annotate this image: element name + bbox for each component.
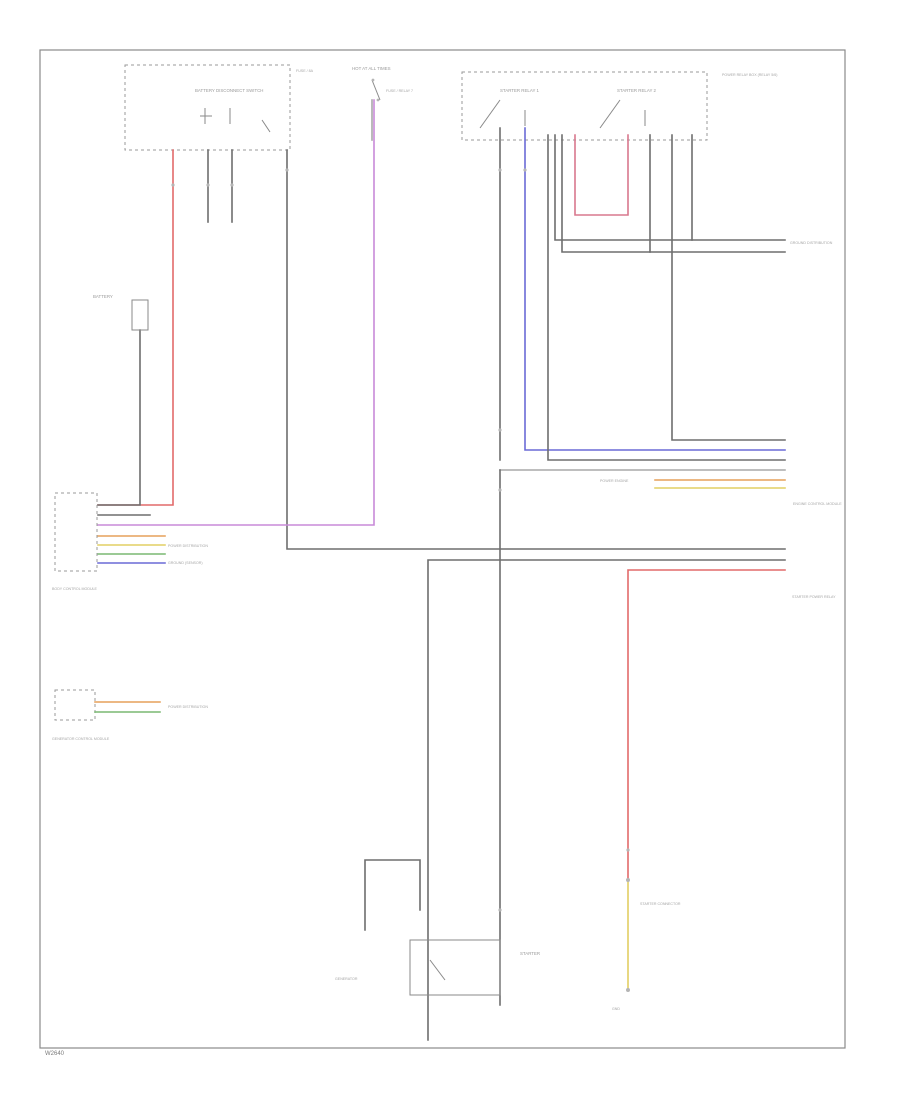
fuse-top-left-label: FUSE / 8A — [296, 69, 314, 73]
starter-relays: STARTER RELAY 1 STARTER RELAY 2 POWER RE… — [461, 71, 777, 141]
fuse-mid-label: FUSE / RELAY 7 — [386, 89, 413, 93]
connector-marks — [171, 168, 630, 912]
battery-disconnect-switch: BATTERY DISCONNECT SWITCH FUSE / 8A — [124, 64, 314, 151]
ground-bottom-label: GND — [612, 1007, 620, 1011]
power-distribution-label: POWER DISTRIBUTION — [168, 544, 208, 548]
generator-label: GENERATOR — [335, 977, 358, 981]
body-module-label: BODY CONTROL MODULE — [52, 587, 98, 591]
starter-relay-2-label: STARTER RELAY 2 — [617, 88, 657, 93]
ground-connection: STARTER CONNECTOR GND — [612, 878, 681, 1011]
footer-code: W2640 — [45, 1051, 65, 1057]
ground-distribution-label: GROUND DISTRIBUTION — [790, 241, 833, 245]
ground-sensor-label: GROUND (SENSOR) — [168, 561, 203, 565]
diagram-border — [39, 49, 846, 1049]
starter-connector-label: STARTER CONNECTOR — [640, 902, 681, 906]
battery-disconnect-label: BATTERY DISCONNECT SWITCH — [195, 88, 263, 93]
hot-at-all-times-fuse: HOT AT ALL TIMES FUSE / RELAY 7 — [352, 66, 413, 102]
starter-assembly: STARTER GENERATOR — [335, 859, 540, 996]
starter-relay-1-label: STARTER RELAY 1 — [500, 88, 540, 93]
power-engine-label: POWER ENGINE — [600, 479, 629, 483]
ecm-label: ENGINE CONTROL MODULE — [793, 502, 842, 506]
power-distribution-2-label: POWER DISTRIBUTION — [168, 705, 208, 709]
hot-at-all-times-label: HOT AT ALL TIMES — [352, 66, 391, 71]
starter-power-relay-label: STARTER POWER RELAY — [792, 595, 836, 599]
battery-label: BATTERY — [93, 294, 113, 299]
body-control-module: BODY CONTROL MODULE — [52, 492, 98, 591]
generator-module-label: GENERATOR CONTROL MODULE — [52, 737, 110, 741]
power-relay-box-label: POWER RELAY BOX (RELAY 5/6) — [722, 73, 777, 77]
generator-control-module: POWER DISTRIBUTION GENERATOR CONTROL MOD… — [52, 689, 208, 741]
starter-label: STARTER — [520, 951, 540, 956]
